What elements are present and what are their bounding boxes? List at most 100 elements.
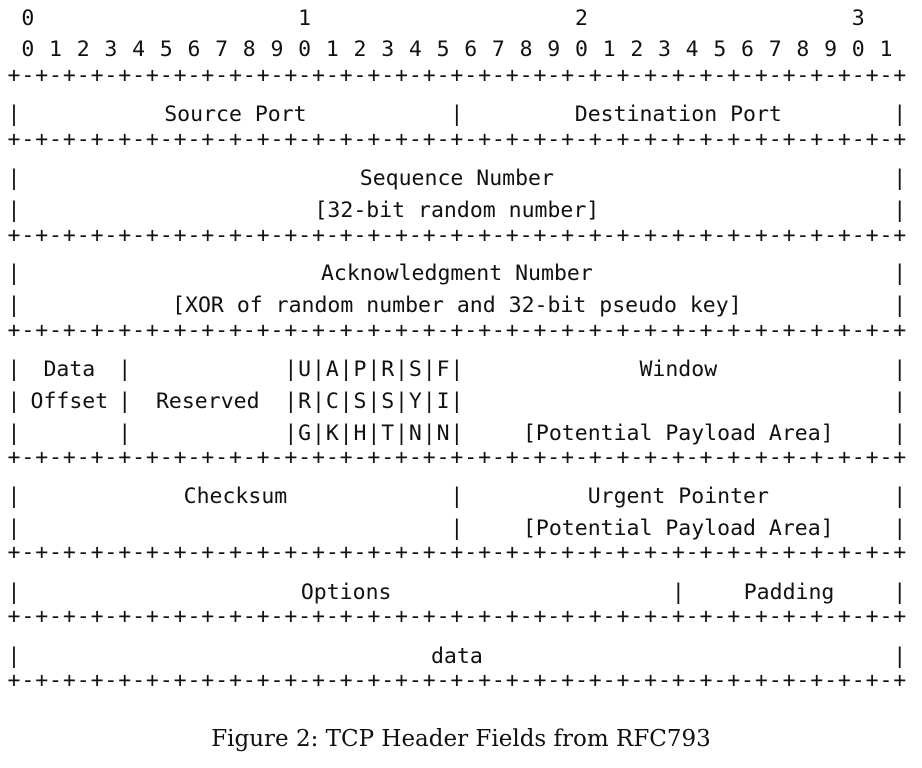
bit-ruler-unit-label: 3 <box>658 37 671 62</box>
rule-plus: + <box>478 318 491 343</box>
rule-plus: + <box>35 668 48 693</box>
rule-plus: + <box>174 445 187 470</box>
rule-plus: + <box>450 127 463 152</box>
rule-plus: + <box>35 127 48 152</box>
rule-plus: + <box>810 668 823 693</box>
rule-dash: - <box>575 318 588 343</box>
rule-dash: - <box>852 604 865 629</box>
rule-dash: - <box>603 223 616 248</box>
data-label: data <box>431 644 483 669</box>
rule-plus: + <box>644 668 657 693</box>
rule-plus: + <box>201 223 214 248</box>
flag-separator: | <box>340 421 353 446</box>
flag-letter: C <box>326 389 339 414</box>
rule-dash: - <box>575 223 588 248</box>
rule-dash: - <box>713 445 726 470</box>
rule-dash: - <box>104 540 117 565</box>
rule-plus: + <box>893 540 906 565</box>
rule-plus: + <box>174 127 187 152</box>
rule-plus: + <box>450 445 463 470</box>
rule-plus: + <box>367 540 380 565</box>
rule-dash: - <box>464 318 477 343</box>
rule-dash: - <box>298 318 311 343</box>
rule-plus: + <box>755 668 768 693</box>
rule-plus: + <box>312 604 325 629</box>
rule-plus: + <box>284 445 297 470</box>
flag-separator: | <box>284 357 297 382</box>
rule-plus: + <box>201 445 214 470</box>
rule-dash: - <box>354 668 367 693</box>
rule-plus: + <box>63 445 76 470</box>
bit-ruler-tens-label: 0 <box>21 6 34 31</box>
rule-dash: - <box>270 127 283 152</box>
rule-dash: - <box>547 127 560 152</box>
rule-dash: - <box>603 127 616 152</box>
bit-ruler-unit-label: 6 <box>187 37 200 62</box>
field-separator: | <box>8 644 21 669</box>
rule-plus: + <box>506 604 519 629</box>
rule-dash: - <box>215 63 228 88</box>
rule-plus: + <box>229 445 242 470</box>
rule-dash: - <box>160 540 173 565</box>
rule-plus: + <box>727 318 740 343</box>
rule-plus: + <box>700 540 713 565</box>
field-separator: | <box>8 421 21 446</box>
rule-dash: - <box>104 668 117 693</box>
field-separator: | <box>893 198 906 223</box>
rule-plus: + <box>35 223 48 248</box>
rule-plus: + <box>8 445 21 470</box>
rule-dash: - <box>104 127 117 152</box>
rule-dash: - <box>852 445 865 470</box>
field-separator: | <box>8 166 21 191</box>
rule-plus: + <box>284 63 297 88</box>
rule-plus: + <box>312 540 325 565</box>
field-separator: | <box>450 357 463 382</box>
rule-dash: - <box>713 668 726 693</box>
rule-dash: - <box>796 604 809 629</box>
rule-plus: + <box>672 445 685 470</box>
rule-dash: - <box>437 445 450 470</box>
urgent-pointer-note: [Potential Payload Area] <box>523 516 834 541</box>
window-note: [Potential Payload Area] <box>523 421 834 446</box>
rule-dash: - <box>686 604 699 629</box>
rule-plus: + <box>63 604 76 629</box>
rule-dash: - <box>270 223 283 248</box>
field-separator: | <box>672 580 685 605</box>
rule-plus: + <box>340 540 353 565</box>
rule-plus: + <box>506 223 519 248</box>
rule-dash: - <box>243 318 256 343</box>
rule-plus: + <box>312 318 325 343</box>
rule-plus: + <box>8 668 21 693</box>
flag-letter: R <box>298 389 311 414</box>
rule-plus: + <box>201 127 214 152</box>
rule-dash: - <box>520 318 533 343</box>
rule-plus: + <box>340 668 353 693</box>
rule-dash: - <box>741 318 754 343</box>
rule-plus: + <box>616 223 629 248</box>
rule-plus: + <box>616 318 629 343</box>
rule-dash: - <box>326 318 339 343</box>
rule-plus: + <box>755 63 768 88</box>
rule-plus: + <box>8 318 21 343</box>
rule-plus: + <box>616 540 629 565</box>
rule-dash: - <box>49 540 62 565</box>
rule-dash: - <box>824 540 837 565</box>
rule-plus: + <box>229 540 242 565</box>
rule-plus: + <box>783 668 796 693</box>
rule-dash: - <box>77 127 90 152</box>
rule-plus: + <box>91 63 104 88</box>
rule-plus: + <box>63 223 76 248</box>
rule-plus: + <box>700 318 713 343</box>
rule-dash: - <box>464 445 477 470</box>
rule-plus: + <box>35 604 48 629</box>
flag-separator: | <box>395 357 408 382</box>
rule-dash: - <box>492 445 505 470</box>
rule-plus: + <box>893 668 906 693</box>
rule-dash: - <box>741 604 754 629</box>
rule-dash: - <box>187 445 200 470</box>
rule-dash: - <box>492 223 505 248</box>
rule-dash: - <box>270 668 283 693</box>
rule-plus: + <box>838 127 851 152</box>
rule-plus: + <box>395 540 408 565</box>
